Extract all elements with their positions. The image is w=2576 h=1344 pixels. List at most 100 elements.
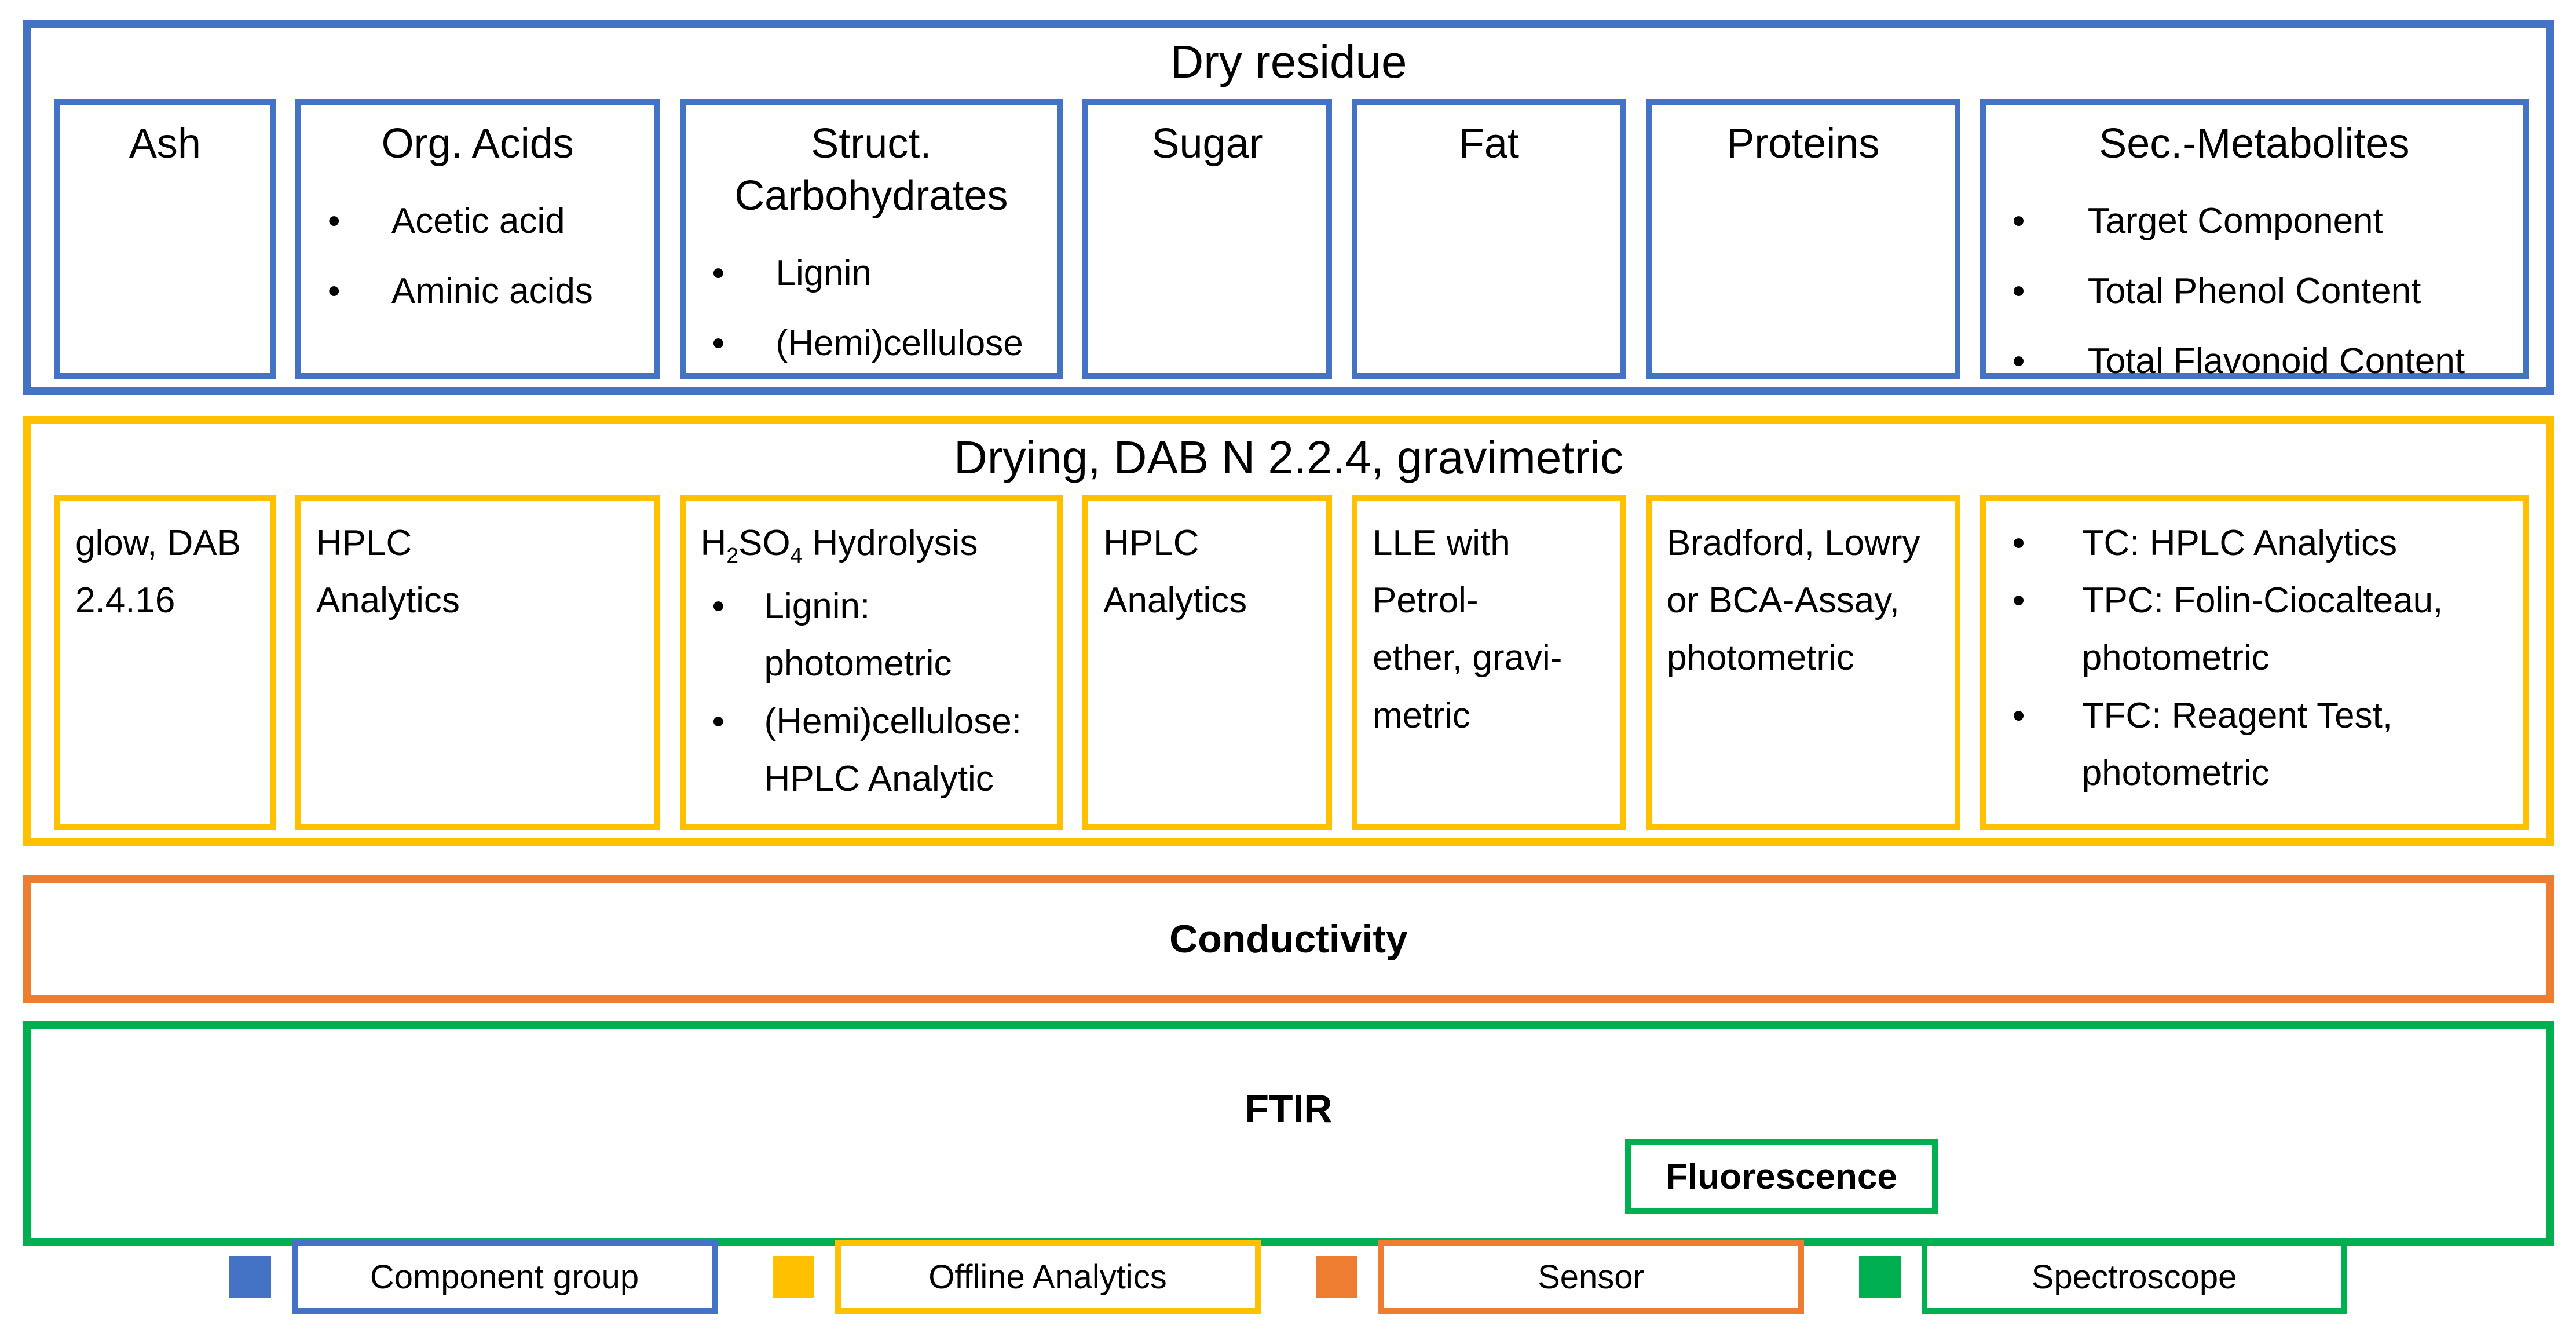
box-title: Sec.-Metabolites xyxy=(2099,120,2410,167)
list-item-text: Acetic acid xyxy=(391,201,565,241)
bullet-list: TC: HPLC Analytics TPC: Folin-Ciocalteau… xyxy=(2001,514,2508,802)
list-item-text: Lignin xyxy=(775,253,872,293)
legend-label: Offline Analytics xyxy=(928,1258,1167,1296)
list-item-text: (Hemi)cellulose: HPLC Analytic xyxy=(764,701,1022,799)
list-item: Lignin: photometric xyxy=(701,578,1042,692)
offline-analytics-row: glow, DAB 2.4.16 HPLC Analytics H2SO4 Hy… xyxy=(31,488,2546,838)
list-item-text: Lignin: photometric xyxy=(764,586,952,684)
bullet-icon xyxy=(2001,264,2088,318)
bullet-list: Lignin (Hemi)cellulose xyxy=(701,246,1042,370)
legend-label: Sensor xyxy=(1538,1258,1644,1296)
legend-label: Component group xyxy=(369,1258,639,1296)
box-title: Fat xyxy=(1458,120,1519,167)
bullet-icon xyxy=(2001,572,2082,686)
list-item: Aminic acids xyxy=(316,264,639,318)
list-item: TFC: Reagent Test, photometric xyxy=(2001,687,2508,802)
drying-title: Drying, DAB N 2.2.4, gravimetric xyxy=(954,432,1623,483)
offline-analytics-band: Drying, DAB N 2.2.4, gravimetric glow, D… xyxy=(23,416,2554,846)
list-item-text: Total Flavonoid Content xyxy=(2087,341,2465,381)
legend-box-spectroscope: Spectroscope xyxy=(1921,1240,2347,1314)
legend-label: Spectroscope xyxy=(2031,1258,2237,1296)
formula-part: H xyxy=(700,523,727,563)
box-title: Sugar xyxy=(1151,120,1263,167)
sensor-band: Conductivity xyxy=(23,875,2554,1003)
method-box-lle: LLE with Petrol-ether, gravi-metric xyxy=(1351,495,1626,830)
box-title: Org. Acids xyxy=(381,120,574,167)
legend-box-component-group: Component group xyxy=(291,1240,718,1314)
list-item: Total Flavonoid Content xyxy=(2001,334,2508,388)
component-group-band-inner: Dry residue Ash Org. Acids Acetic acid xyxy=(31,28,2546,387)
box-title: Struct. Carbohydrates xyxy=(734,120,1008,219)
fluorescence-label: Fluorescence xyxy=(1666,1156,1897,1197)
bullet-icon xyxy=(2001,194,2088,248)
list-item: TC: HPLC Analytics xyxy=(2001,514,2508,572)
bullet-icon xyxy=(701,578,764,692)
formula-part: SO xyxy=(738,523,791,563)
component-group-band: Dry residue Ash Org. Acids Acetic acid xyxy=(23,20,2554,395)
method-box-glow: glow, DAB 2.4.16 xyxy=(54,495,276,830)
list-item-text: TFC: Reagent Test, photometric xyxy=(2081,695,2393,793)
component-box-struct-carbohydrates: Struct. Carbohydrates Lignin (Hemi)cellu… xyxy=(679,99,1063,379)
bullet-icon xyxy=(701,693,764,808)
legend: Component group Offline Analytics Sensor… xyxy=(0,1240,2576,1314)
list-item: Lignin xyxy=(701,246,1042,300)
bullet-icon xyxy=(701,316,776,370)
spectroscope-band: FTIR Fluorescence xyxy=(23,1021,2554,1246)
dry-residue-title: Dry residue xyxy=(1170,36,1407,87)
component-box-fat: Fat xyxy=(1351,99,1626,379)
bullet-icon xyxy=(2001,334,2088,388)
method-box-hplc-sugar: HPLC Analytics xyxy=(1082,495,1332,830)
formula-subscript: 2 xyxy=(726,543,739,568)
legend-box-offline-analytics: Offline Analytics xyxy=(835,1240,1261,1314)
formula-part: Hydrolysis xyxy=(802,523,978,563)
fluorescence-box: Fluorescence xyxy=(1625,1139,1938,1214)
bullet-icon xyxy=(2001,687,2082,802)
list-item: Acetic acid xyxy=(316,194,639,248)
list-item-text: TC: HPLC Analytics xyxy=(2081,523,2398,563)
bullet-list: Acetic acid Aminic acids xyxy=(316,194,639,318)
bullet-list: Target Component Total Phenol Content To… xyxy=(2001,194,2508,388)
component-box-ash: Ash xyxy=(54,99,276,379)
list-item: (Hemi)cellulose xyxy=(701,316,1042,370)
bullet-icon xyxy=(316,194,391,248)
offline-analytics-band-inner: Drying, DAB N 2.2.4, gravimetric glow, D… xyxy=(31,424,2546,838)
list-item-text: Aminic acids xyxy=(391,271,593,311)
list-item: TPC: Folin-Ciocalteau, photometric xyxy=(2001,572,2508,686)
bullet-list: Lignin: photometric (Hemi)cellulose: HPL… xyxy=(701,578,1042,808)
conductivity-label: Conductivity xyxy=(1169,917,1408,961)
method-box-sec-metabolites: TC: HPLC Analytics TPC: Folin-Ciocalteau… xyxy=(1979,495,2529,830)
list-item-text: Total Phenol Content xyxy=(2087,271,2421,311)
component-group-swatch-icon xyxy=(229,1256,271,1298)
component-box-sec-metabolites: Sec.-Metabolites Target Component Total … xyxy=(1979,99,2529,381)
box-title: Ash xyxy=(129,120,201,167)
list-item: Target Component xyxy=(2001,194,2508,248)
component-box-proteins: Proteins xyxy=(1645,99,1960,379)
list-item-text: (Hemi)cellulose xyxy=(775,323,1023,363)
bullet-icon xyxy=(2001,514,2082,572)
formula-subscript: 4 xyxy=(790,543,803,568)
method-box-hplc-org-acids: HPLC Analytics xyxy=(295,495,660,830)
list-item: (Hemi)cellulose: HPLC Analytic xyxy=(701,693,1042,808)
legend-box-sensor: Sensor xyxy=(1378,1240,1804,1314)
component-box-sugar: Sugar xyxy=(1082,99,1332,379)
list-item-text: TPC: Folin-Ciocalteau, photometric xyxy=(2081,580,2443,678)
method-formula-title: H2SO4 Hydrolysis xyxy=(701,514,1042,572)
box-title: Proteins xyxy=(1726,120,1880,167)
legend-item-offline-analytics: Offline Analytics xyxy=(772,1240,1261,1314)
legend-item-spectroscope: Spectroscope xyxy=(1858,1240,2347,1314)
bullet-icon xyxy=(701,246,776,300)
legend-item-sensor: Sensor xyxy=(1315,1240,1804,1314)
method-box-h2so4-hydrolysis: H2SO4 Hydrolysis Lignin: photometric (He… xyxy=(679,495,1063,830)
method-text: HPLC Analytics xyxy=(316,523,460,621)
component-group-row: Ash Org. Acids Acetic acid Aminic acids xyxy=(31,92,2546,387)
component-box-org-acids: Org. Acids Acetic acid Aminic acids xyxy=(295,99,660,379)
method-box-bradford: Bradford, Lowry or BCA-Assay, photometri… xyxy=(1645,495,1960,830)
method-text: LLE with Petrol-ether, gravi-metric xyxy=(1372,523,1563,736)
list-item: Total Phenol Content xyxy=(2001,264,2508,318)
sensor-swatch-icon xyxy=(1315,1256,1357,1298)
method-text: HPLC Analytics xyxy=(1103,523,1247,621)
method-text: glow, DAB 2.4.16 xyxy=(75,523,241,621)
spectroscope-swatch-icon xyxy=(1858,1256,1901,1298)
list-item-text: Target Component xyxy=(2087,201,2383,241)
